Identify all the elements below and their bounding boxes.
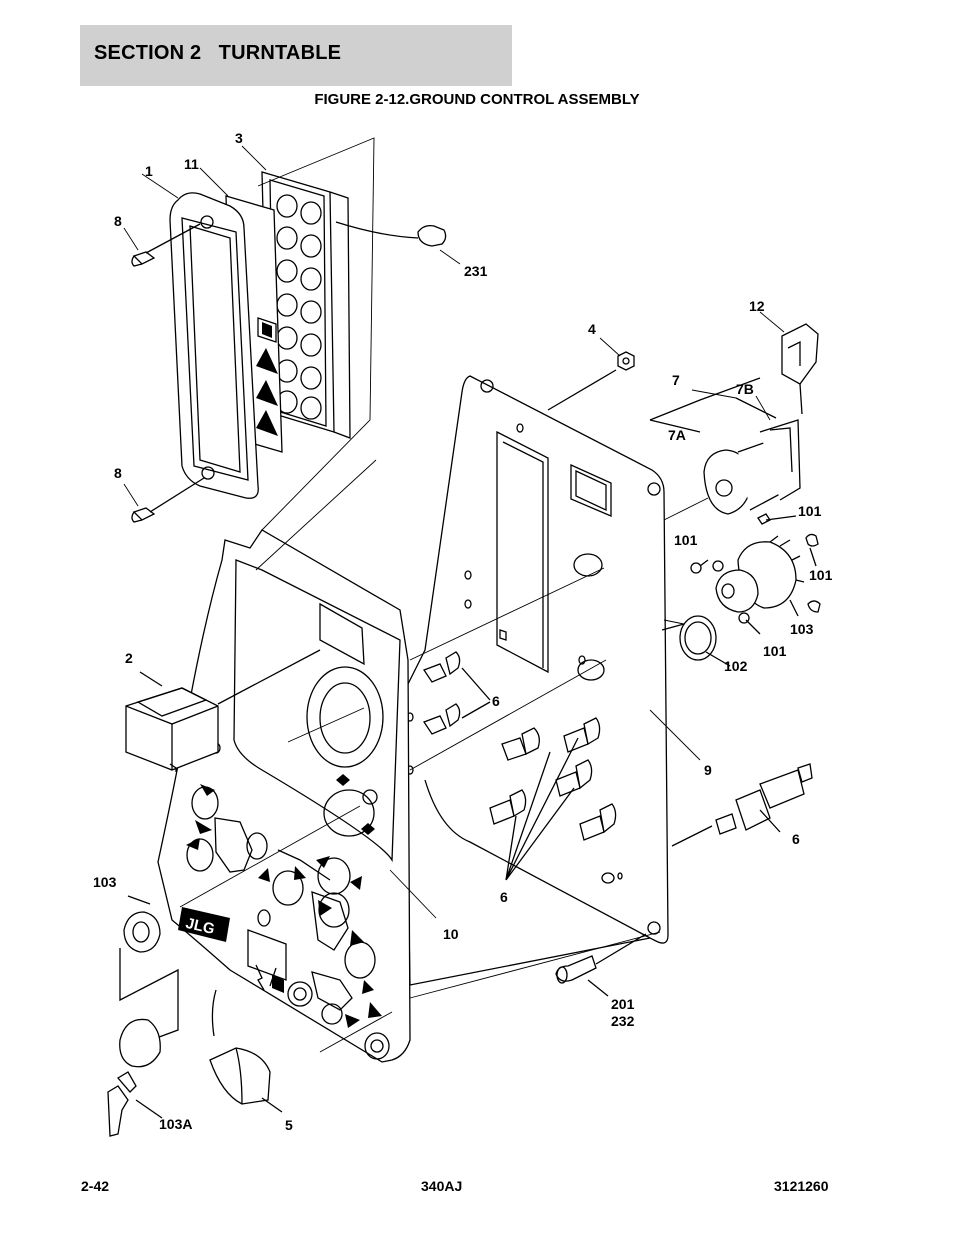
toggle-switch-right bbox=[671, 763, 813, 847]
emergency-stop-switch bbox=[649, 377, 801, 515]
callout-9: 9 bbox=[704, 762, 712, 778]
callout-101-c: 101 bbox=[809, 567, 833, 583]
callout-103-right: 103 bbox=[790, 621, 814, 637]
section-title: SECTION 2 TURNTABLE bbox=[94, 42, 342, 64]
callout-232: 232 bbox=[611, 1013, 635, 1029]
document-number: 3121260 bbox=[774, 1178, 829, 1194]
page-number: 2-42 bbox=[81, 1178, 110, 1194]
callout-5: 5 bbox=[285, 1117, 293, 1133]
callout-8-upper: 8 bbox=[114, 213, 122, 229]
callout-101-d: 101 bbox=[763, 643, 787, 659]
control-decal-buttons bbox=[186, 784, 390, 1060]
callout-101-a: 101 bbox=[798, 503, 822, 519]
front-panel: JLG bbox=[157, 529, 411, 1063]
jlg-logo: JLG bbox=[178, 907, 230, 942]
callout-6-upper: 6 bbox=[492, 693, 500, 709]
callout-201: 201 bbox=[611, 996, 635, 1012]
callout-7a: 7A bbox=[668, 427, 686, 443]
bulb bbox=[335, 221, 447, 247]
screw-upper bbox=[131, 223, 201, 267]
callout-8-lower: 8 bbox=[114, 465, 122, 481]
callout-103a: 103A bbox=[159, 1116, 192, 1132]
rocker-switch bbox=[125, 649, 321, 772]
screw-lower bbox=[131, 477, 205, 523]
model-number: 340AJ bbox=[421, 1178, 463, 1194]
callout-7: 7 bbox=[672, 372, 680, 388]
callout-4: 4 bbox=[588, 321, 596, 337]
callout-1: 1 bbox=[145, 163, 153, 179]
nut bbox=[547, 351, 635, 411]
bezel-frame bbox=[169, 192, 259, 499]
callout-102: 102 bbox=[724, 658, 748, 674]
callout-labels: 1 11 3 8 8 231 12 4 7 7B 7A 101 101 101 … bbox=[93, 130, 833, 1133]
key-switch-right bbox=[661, 513, 821, 667]
section-header: SECTION 2 TURNTABLE bbox=[80, 25, 512, 86]
callout-10: 10 bbox=[443, 926, 459, 942]
callout-11: 11 bbox=[184, 156, 199, 172]
callout-12: 12 bbox=[749, 298, 765, 314]
figure-title: FIGURE 2-12.GROUND CONTROL ASSEMBLY bbox=[314, 91, 640, 108]
control-box-panel bbox=[404, 375, 669, 986]
toggle-switches bbox=[423, 651, 617, 881]
contact-block bbox=[781, 323, 819, 415]
callout-2: 2 bbox=[125, 650, 133, 666]
leader-lines bbox=[123, 137, 785, 1053]
callout-6-right: 6 bbox=[792, 831, 800, 847]
callout-6-lower: 6 bbox=[500, 889, 508, 905]
svg-text:JLG: JLG bbox=[184, 915, 216, 938]
callout-7b: 7B bbox=[736, 381, 754, 397]
callout-3: 3 bbox=[235, 130, 243, 146]
callout-231: 231 bbox=[464, 263, 488, 279]
bolt bbox=[555, 933, 647, 997]
callout-103-left: 103 bbox=[93, 874, 117, 890]
key-switch-left bbox=[107, 895, 179, 1137]
callout-101-b: 101 bbox=[674, 532, 698, 548]
switch-cover bbox=[209, 989, 283, 1113]
